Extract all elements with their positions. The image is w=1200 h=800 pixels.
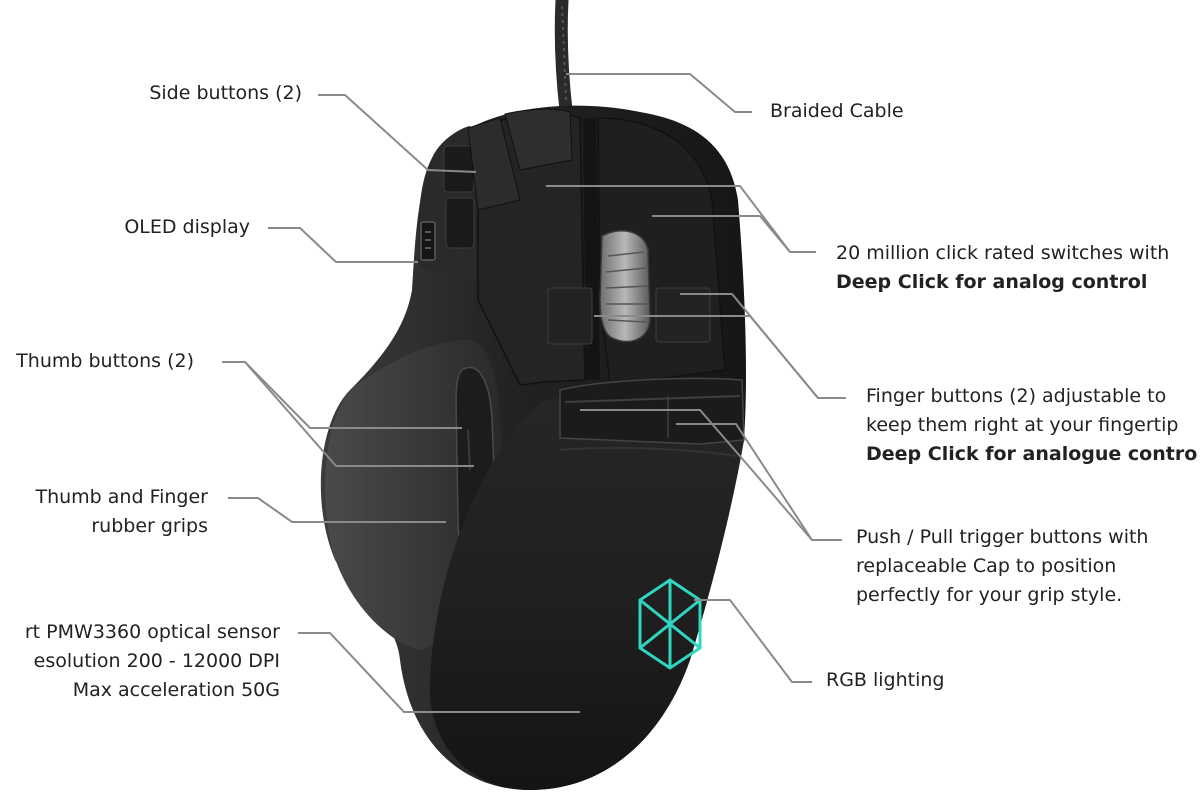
label-thumb-buttons: Thumb buttons (2) bbox=[16, 347, 194, 376]
label-switches: 20 million click rated switches with Dee… bbox=[836, 239, 1169, 297]
side-button-2 bbox=[446, 198, 474, 248]
trigger-buttons bbox=[560, 378, 744, 444]
label-finger-buttons: Finger buttons (2) adjustable to keep th… bbox=[866, 382, 1197, 469]
label-oled-display: OLED display bbox=[124, 213, 250, 242]
label-braided-cable: Braided Cable bbox=[770, 97, 904, 126]
leader-oled bbox=[268, 228, 418, 262]
finger-button-1 bbox=[548, 288, 592, 344]
label-rubber-grips: Thumb and Finger rubber grips bbox=[35, 483, 208, 541]
label-trigger-buttons: Push / Pull trigger buttons with replace… bbox=[856, 523, 1148, 610]
label-side-buttons: Side buttons (2) bbox=[149, 79, 302, 108]
label-sensor: rt PMW3360 optical sensor esolution 200 … bbox=[25, 618, 280, 705]
leader-rgb bbox=[694, 600, 812, 682]
side-button-1 bbox=[444, 146, 474, 192]
oled-display bbox=[421, 222, 435, 260]
label-rgb-lighting: RGB lighting bbox=[826, 666, 945, 695]
